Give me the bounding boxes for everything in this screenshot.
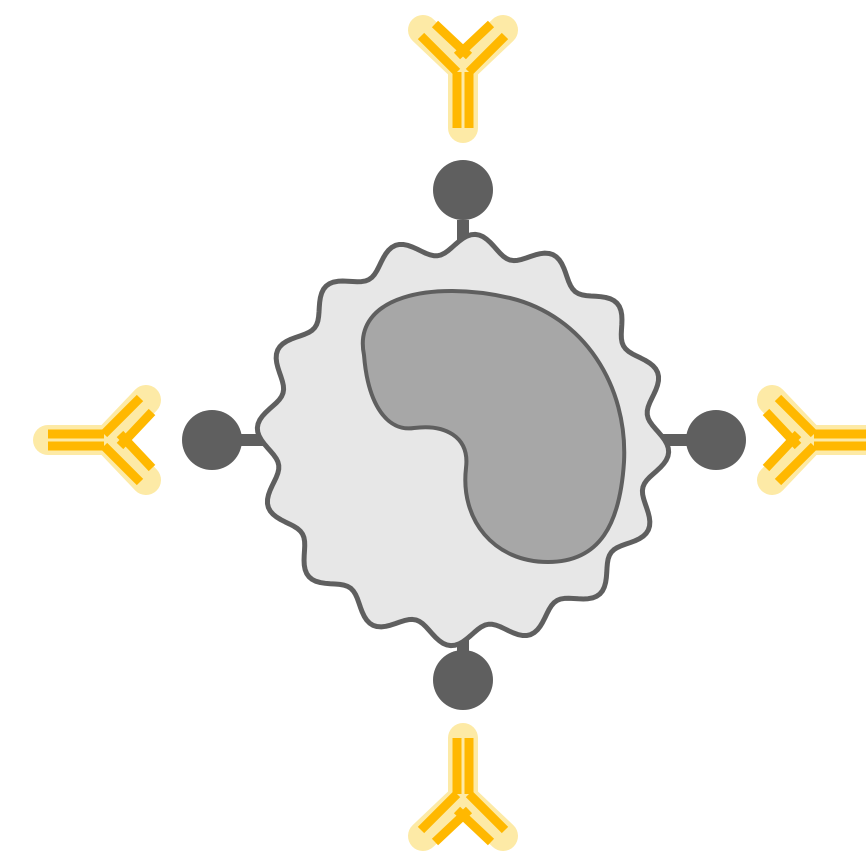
receptor-bottom-knob xyxy=(433,650,493,710)
receptor-top-knob xyxy=(433,160,493,220)
receptor-left xyxy=(182,410,266,470)
receptors xyxy=(182,160,746,710)
nucleus xyxy=(360,289,627,565)
antibody-bottom xyxy=(421,738,505,842)
antibody-left xyxy=(48,398,152,482)
receptor-right xyxy=(660,410,746,470)
receptor-left-knob xyxy=(182,410,242,470)
antibody-right xyxy=(766,398,866,482)
antibody-top xyxy=(421,24,505,128)
receptor-right-knob xyxy=(686,410,746,470)
